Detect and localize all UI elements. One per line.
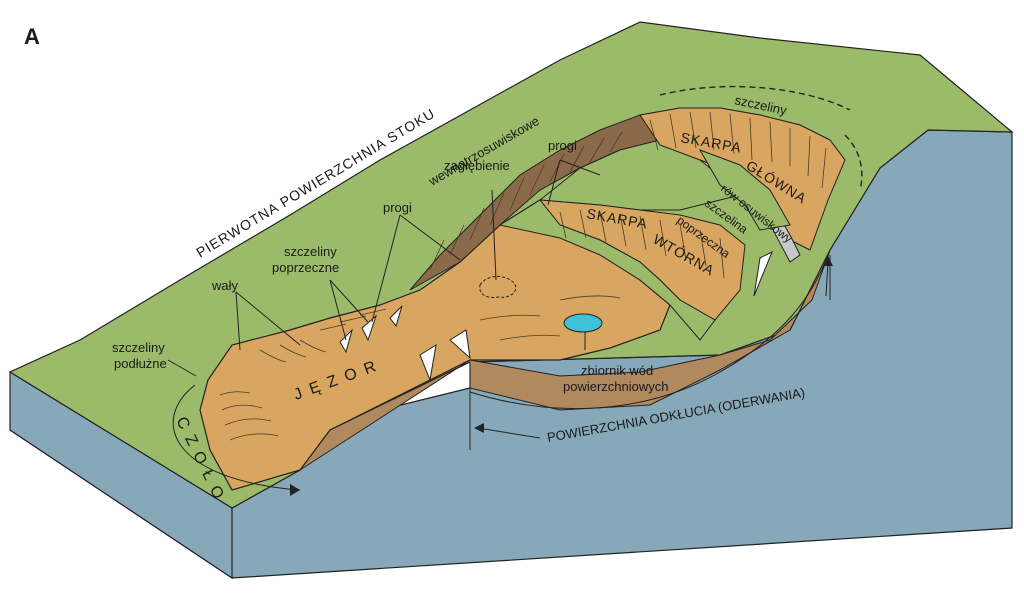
label-pond-2: powierzchniowych (563, 379, 669, 394)
rupture-arrows (474, 256, 833, 439)
leader-lines (167, 159, 831, 450)
middle-terrace (498, 199, 716, 341)
label-ridges: wały (211, 278, 239, 293)
label-cross-cracks-2: poprzeczne (272, 260, 339, 275)
tongue-texture (219, 295, 621, 441)
rupture-curve (469, 249, 831, 410)
label-long-cracks-2: podłużne (114, 356, 167, 371)
top-cracks (659, 85, 863, 191)
label-pond-1: zbiornik wód (581, 363, 653, 378)
surface-water-pond (563, 313, 603, 333)
scarp-hatching (429, 111, 827, 279)
internal-depression (479, 276, 517, 298)
label-cross-cracks-1: szczeliny (284, 244, 337, 259)
label-steps-top: progi (548, 138, 577, 153)
upper-terrace (698, 149, 791, 231)
label-depression-1: zagłębienie (444, 158, 510, 173)
label-long-cracks-1: szczeliny (112, 340, 165, 355)
toe-arc (172, 384, 301, 491)
toe-arc-arrowhead (290, 484, 300, 496)
panel-label: A (24, 24, 40, 49)
label-steps-left: progi (383, 200, 412, 215)
